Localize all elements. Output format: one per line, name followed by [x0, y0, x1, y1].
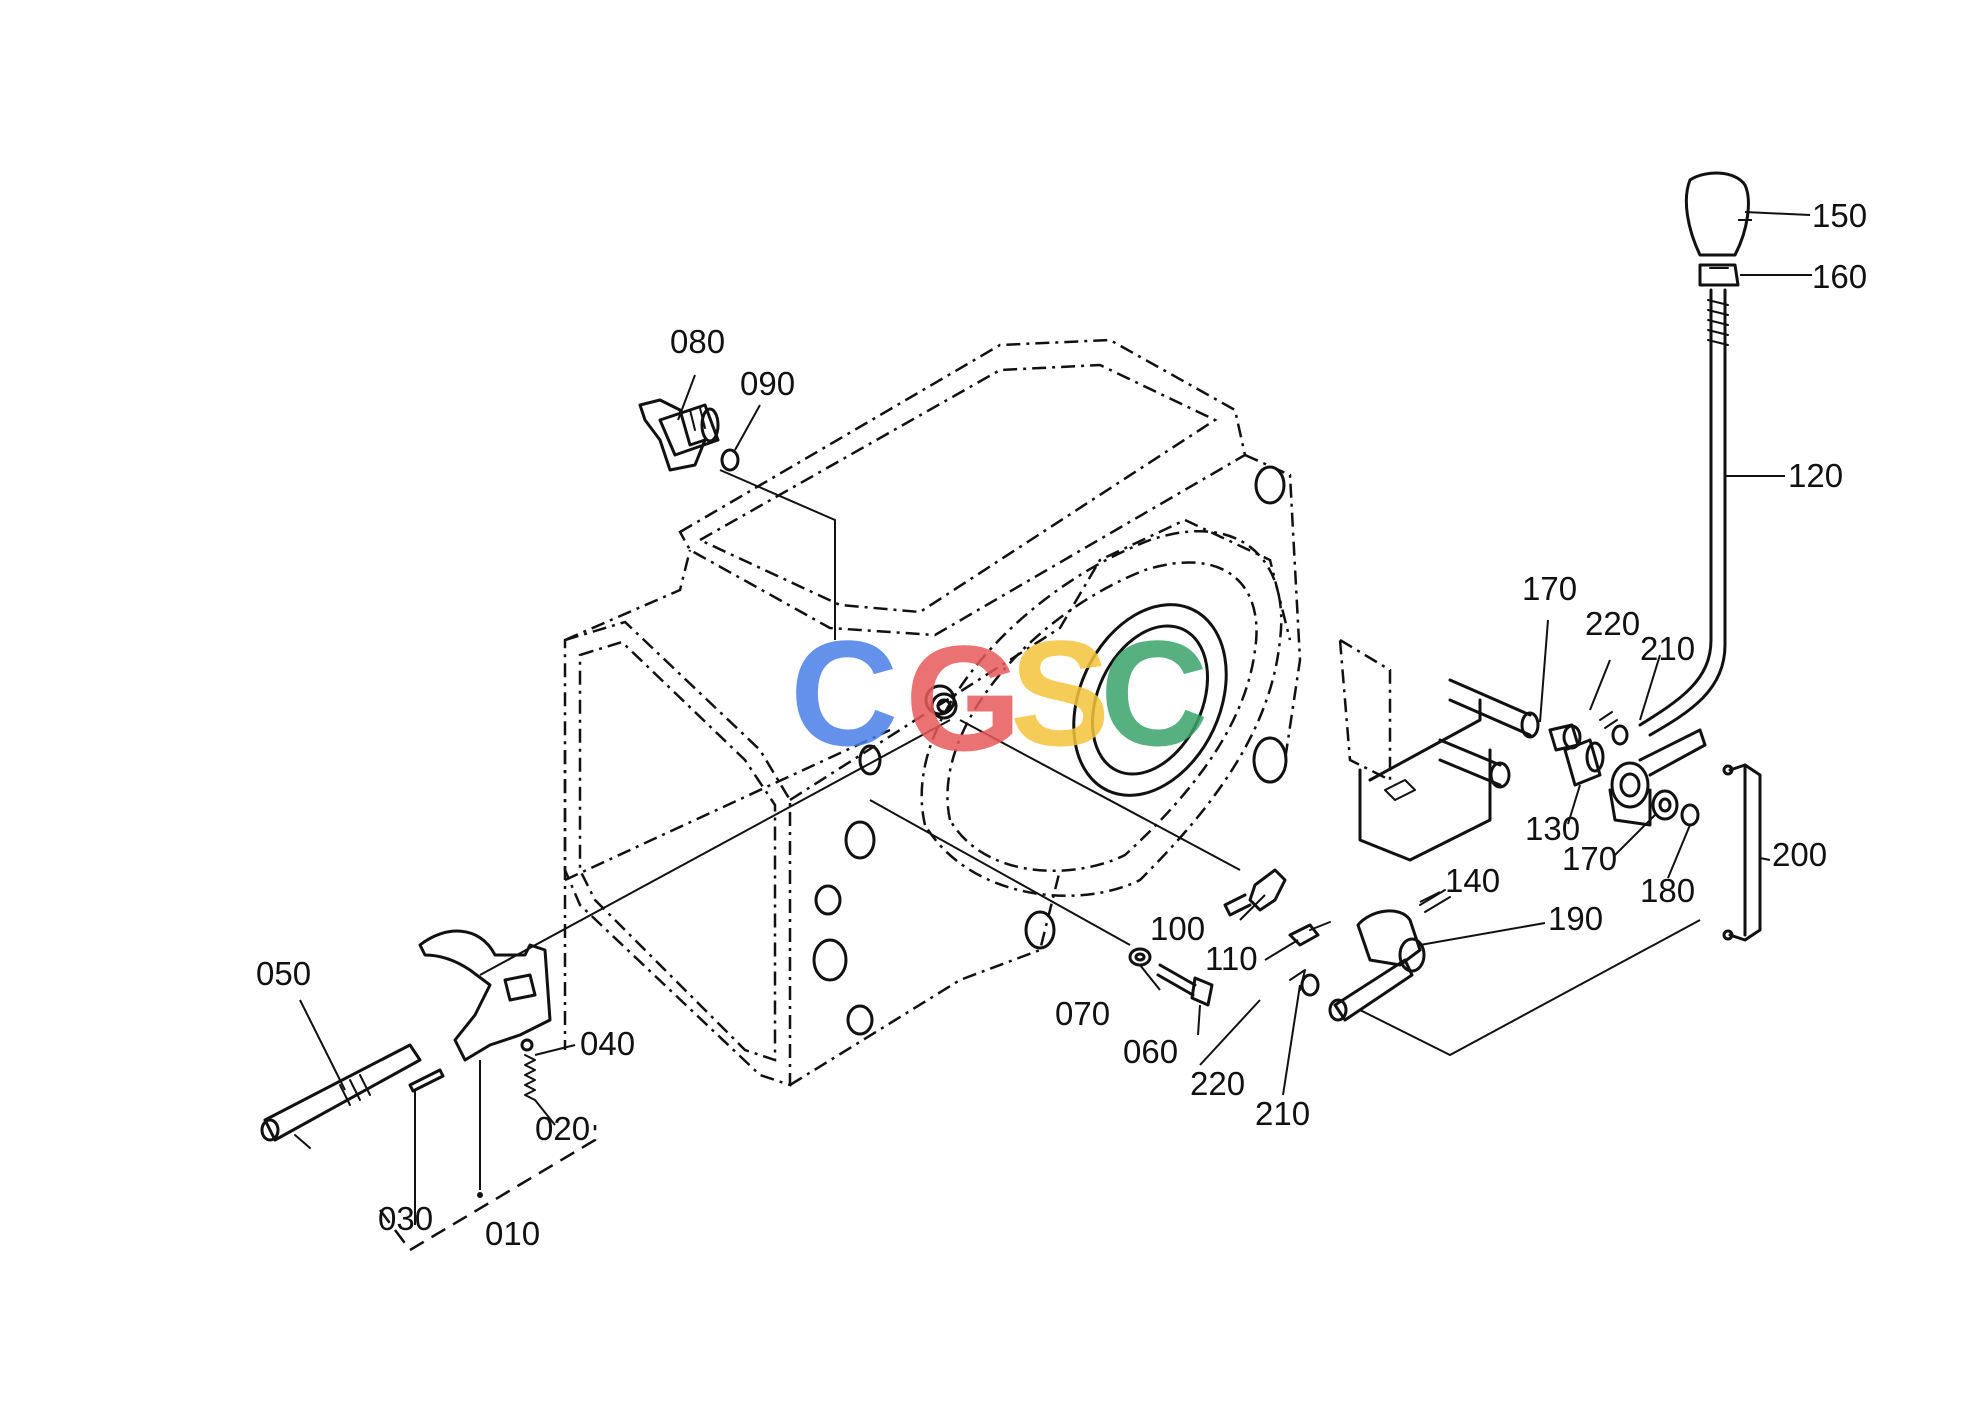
callout-070: 070: [1055, 995, 1110, 1032]
callout-030: 030: [378, 1200, 433, 1237]
lower-linkage: [1223, 868, 1451, 1022]
lever-080: [638, 398, 740, 472]
callout-110: 110: [1205, 940, 1258, 977]
callout-170: 170: [1562, 840, 1617, 877]
shift-lever-assembly: [1599, 171, 1762, 942]
callout-leaders: [299, 211, 1812, 1126]
callout-120: 120: [1788, 457, 1843, 494]
callout-200: 200: [1772, 836, 1827, 873]
shift-fork-assembly: [260, 929, 552, 1225]
assembly-lines: [379, 469, 1701, 1252]
callout-040: 040: [580, 1025, 635, 1062]
callout-220: 220: [1585, 605, 1640, 642]
callout-060: 060: [1123, 1033, 1178, 1070]
callout-140: 140: [1445, 862, 1500, 899]
callout-190: 190: [1548, 900, 1603, 937]
watermark-letter: S: [1010, 609, 1110, 777]
watermark-logo: C G S C: [790, 609, 1208, 782]
callout-020: 020: [535, 1110, 590, 1147]
callout-210: 210: [1640, 630, 1695, 667]
callout-130: 130: [1525, 810, 1580, 847]
transmission-case: [563, 338, 1302, 1087]
callout-100: 100: [1150, 910, 1205, 947]
watermark-letter: C: [790, 609, 898, 777]
callout-050: 050: [256, 955, 311, 992]
callout-010: 010: [485, 1215, 540, 1252]
callout-170: 170: [1522, 570, 1577, 607]
callout-160: 160: [1812, 258, 1867, 295]
bolt-060: [1128, 947, 1214, 1007]
watermark-letter: C: [1100, 609, 1208, 777]
callout-labels: 010 020 030 040 050 060 070 080 090 100 …: [256, 197, 1867, 1252]
callout-220: 220: [1190, 1065, 1245, 1102]
callout-090: 090: [740, 365, 795, 402]
callout-180: 180: [1640, 872, 1695, 909]
callout-210: 210: [1255, 1095, 1310, 1132]
callout-080: 080: [670, 323, 725, 360]
watermark-letter: G: [905, 614, 1022, 782]
bracket-assembly: [1338, 637, 1605, 862]
callout-150: 150: [1812, 197, 1867, 234]
